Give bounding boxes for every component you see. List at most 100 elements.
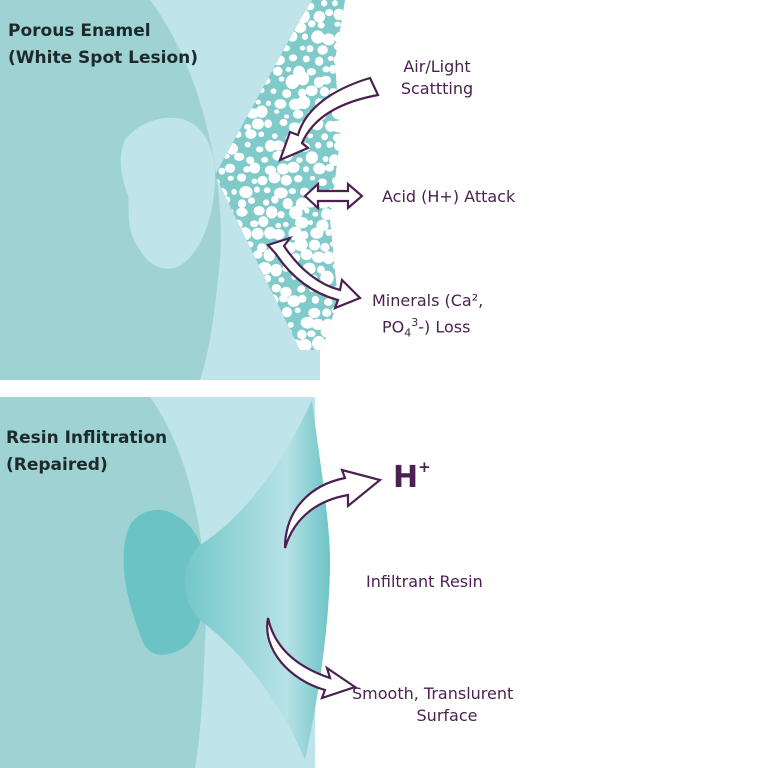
pore xyxy=(314,56,324,66)
pore xyxy=(322,308,332,317)
pore xyxy=(258,131,265,138)
pore xyxy=(325,163,335,172)
pore xyxy=(288,206,303,220)
pore xyxy=(329,64,338,74)
pore xyxy=(294,307,301,314)
title-line: Resin Inflitration xyxy=(6,428,168,448)
pore xyxy=(336,163,345,174)
pore xyxy=(272,140,285,151)
pore xyxy=(255,146,264,153)
pore xyxy=(243,166,251,173)
pore xyxy=(287,321,294,328)
pore xyxy=(271,284,282,293)
pore xyxy=(270,263,282,277)
pore xyxy=(287,295,301,307)
pore xyxy=(307,330,316,338)
pore xyxy=(311,30,325,44)
air-light-arrow xyxy=(278,76,380,163)
pore xyxy=(322,66,330,73)
pore xyxy=(308,219,314,226)
pore xyxy=(282,89,292,98)
pore xyxy=(234,152,245,161)
title-line: (White Spot Lesion) xyxy=(8,48,199,68)
pore xyxy=(275,222,282,229)
pore xyxy=(297,285,306,293)
pore xyxy=(322,155,329,162)
pore xyxy=(334,254,343,263)
label-line: Minerals (Ca², xyxy=(372,291,484,310)
pore xyxy=(336,339,345,350)
pore xyxy=(311,295,320,304)
h-plus-label: H+ xyxy=(393,458,431,495)
pore xyxy=(280,174,292,186)
label-line: Smooth, Translurent xyxy=(352,684,514,703)
pore xyxy=(227,175,234,181)
pore xyxy=(293,238,308,252)
pore xyxy=(236,173,247,182)
pore xyxy=(337,76,345,85)
pore xyxy=(308,239,321,251)
pore xyxy=(312,336,326,350)
pore xyxy=(317,22,325,29)
pore xyxy=(237,199,247,208)
pore xyxy=(282,222,289,227)
pore xyxy=(332,262,341,270)
pore xyxy=(323,339,333,348)
label-line: Scattting xyxy=(400,79,474,98)
pore xyxy=(253,250,263,259)
pore xyxy=(312,251,326,263)
dentin-layer xyxy=(0,397,206,768)
pore xyxy=(279,119,288,127)
pore xyxy=(296,157,303,163)
pore xyxy=(320,242,330,252)
pore xyxy=(317,178,327,187)
minerals-loss-label: Minerals (Ca², PO43-) Loss xyxy=(372,290,483,345)
pore xyxy=(255,99,261,105)
pore xyxy=(315,142,322,149)
pore xyxy=(310,227,324,239)
pore xyxy=(306,45,314,53)
pore xyxy=(320,75,332,85)
pore xyxy=(320,270,334,286)
pore xyxy=(319,86,330,97)
title-line: Porous Enamel xyxy=(8,21,151,41)
pore xyxy=(332,0,338,7)
pore xyxy=(251,227,264,240)
pore xyxy=(309,175,316,181)
pore xyxy=(268,172,281,184)
label-part: H xyxy=(393,460,419,495)
pore xyxy=(265,206,278,219)
pore xyxy=(333,217,344,228)
pore xyxy=(304,207,310,214)
pore xyxy=(271,133,278,139)
smooth-surface-label: Smooth, Translurent Surface xyxy=(352,683,542,727)
lesion-body xyxy=(120,117,215,269)
infiltrant-resin-label: Infiltrant Resin xyxy=(366,572,483,591)
pore xyxy=(253,205,265,216)
pore xyxy=(257,243,267,253)
pore xyxy=(300,249,313,261)
pore xyxy=(262,199,270,206)
minerals-double-arrow xyxy=(266,235,362,310)
pore xyxy=(263,249,275,262)
pore xyxy=(274,187,288,199)
pore xyxy=(281,306,292,318)
pore xyxy=(218,167,226,175)
superscript: + xyxy=(418,458,431,476)
pore xyxy=(335,316,345,326)
label-line: Air/Light xyxy=(403,57,471,76)
pore xyxy=(276,163,290,175)
acid-double-arrow xyxy=(303,181,364,211)
pore xyxy=(284,114,290,119)
pore xyxy=(251,178,258,184)
pore xyxy=(272,229,285,240)
pore xyxy=(311,318,325,331)
pore xyxy=(297,95,311,110)
pore xyxy=(288,54,298,62)
air-light-scattering-label: Air/Light Scattting xyxy=(392,56,482,100)
pore xyxy=(231,188,237,195)
label-line: PO43-) Loss xyxy=(372,312,483,345)
pore xyxy=(245,129,257,139)
pore xyxy=(274,99,287,109)
pore xyxy=(320,0,328,7)
